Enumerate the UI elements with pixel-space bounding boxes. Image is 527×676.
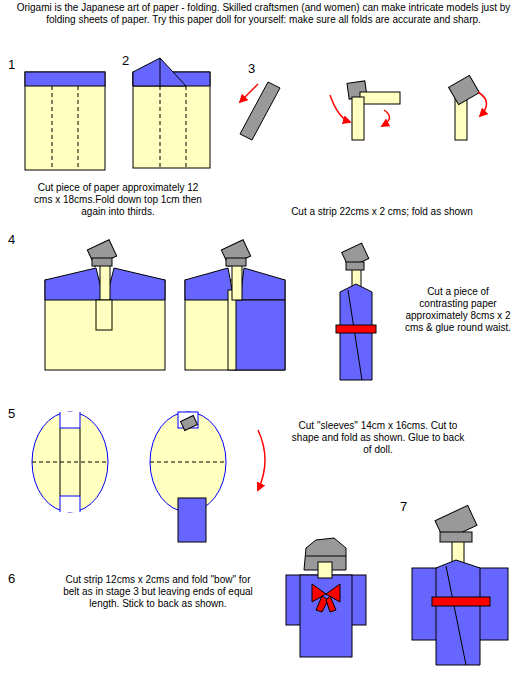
callout-number: 5 (8, 407, 22, 421)
instruction-text: Cut "sleeves" 14cm x 16cms. Cut to shape… (288, 420, 468, 456)
step6-doll-back (286, 538, 366, 657)
instruction-text: Cut strip 12cms x 2cms and fold "bow" fo… (60, 574, 256, 610)
step3-strip-folds (240, 75, 487, 140)
step1-paper (25, 72, 105, 170)
callout-number: 6 (8, 572, 22, 586)
instruction-text: Cut piece of paper approximately 12 cms … (30, 182, 206, 218)
step4-doll-belted (336, 243, 376, 380)
step4-doll-front (45, 240, 165, 370)
callout-number: 7 (400, 500, 414, 514)
step5-sleeve-folded (150, 412, 265, 542)
callout-number: 4 (8, 233, 22, 247)
callout-number: 1 (8, 58, 22, 72)
instruction-text: Cut a strip 22cms x 2 cms; fold as shown (262, 206, 502, 218)
step4-doll-folding (185, 240, 285, 370)
step2-paper (133, 58, 210, 168)
step7-finished-doll (412, 505, 508, 665)
intro-text: Origami is the Japanese art of paper - f… (4, 2, 523, 26)
step5-sleeve-flat (32, 412, 108, 512)
instruction-text: Cut a piece of contrasting paper approxi… (402, 286, 514, 334)
callout-number: 2 (122, 54, 136, 68)
callout-number: 3 (248, 62, 262, 76)
